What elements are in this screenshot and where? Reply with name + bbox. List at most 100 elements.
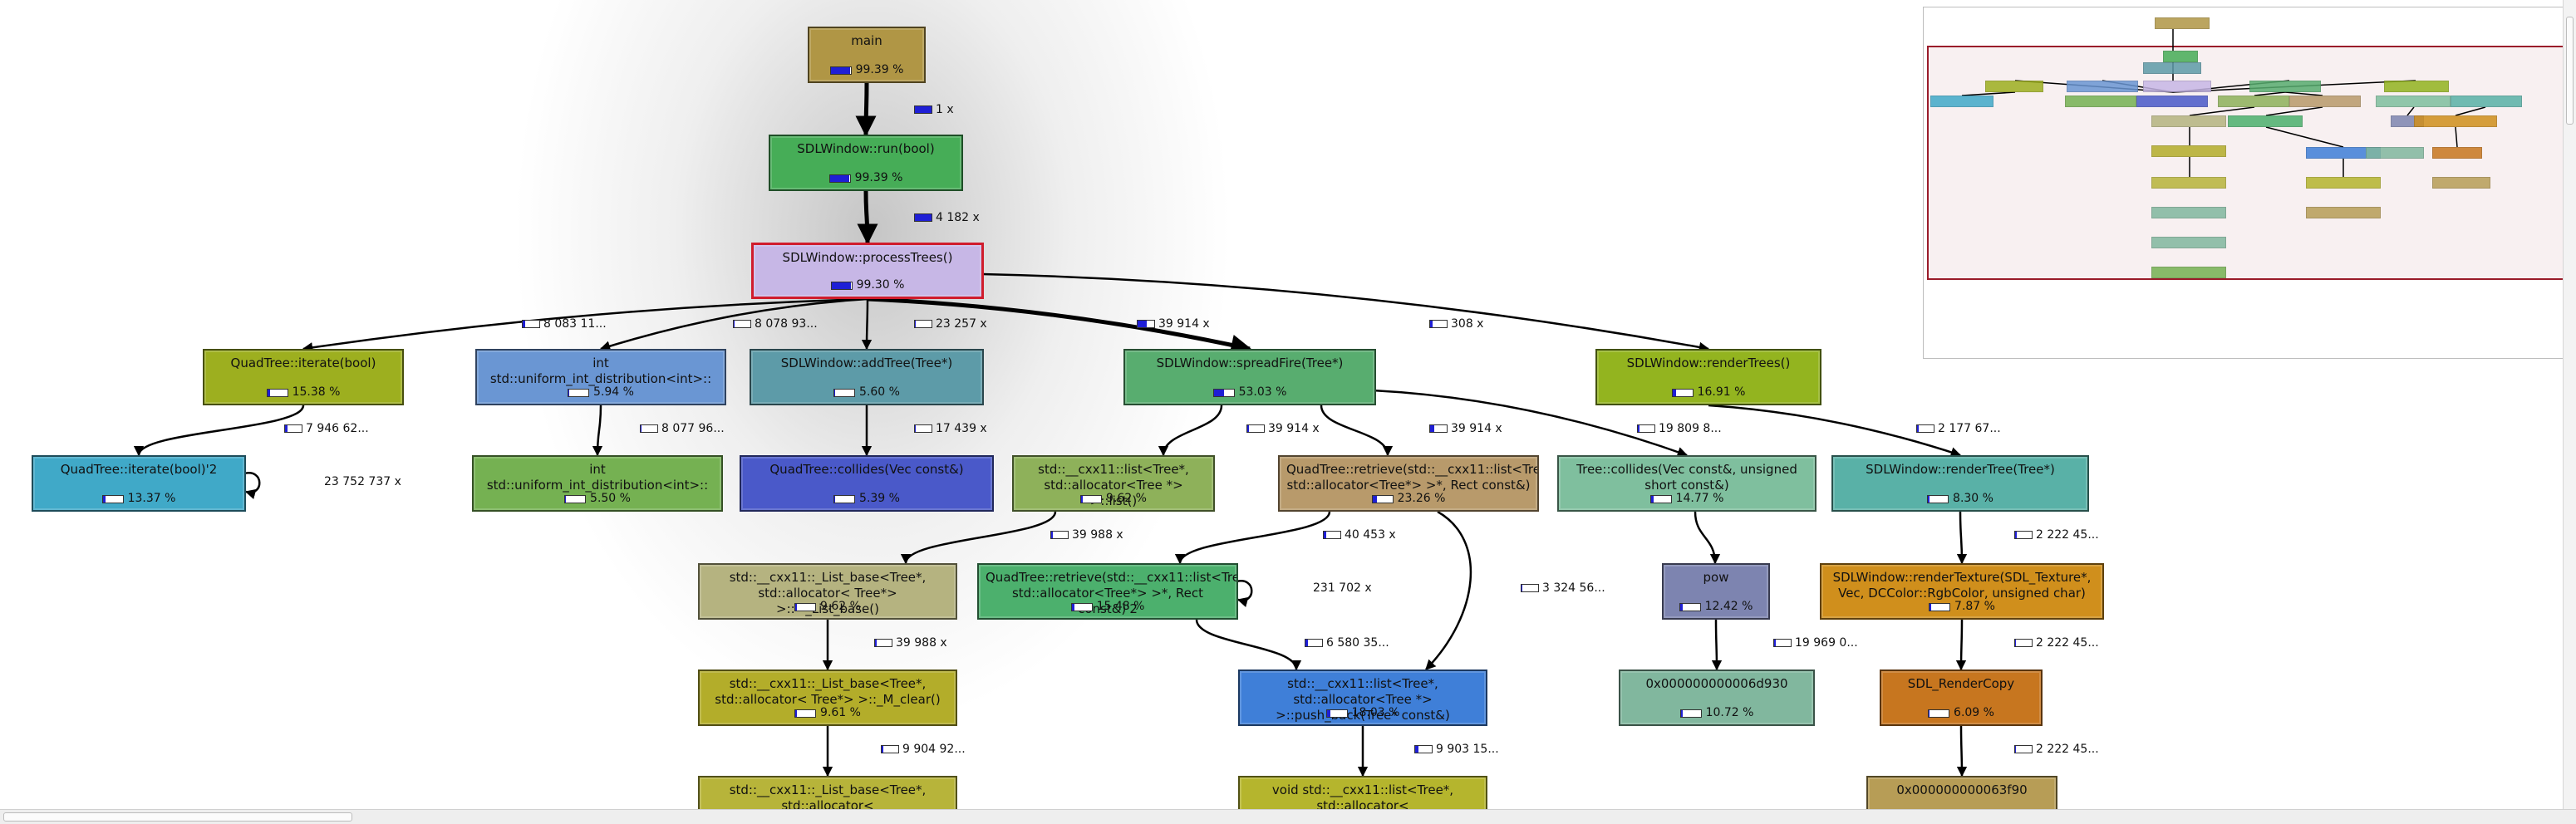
node-cost-row: 14.77 %	[1559, 491, 1815, 507]
edge-cost-meter	[284, 424, 302, 433]
overview-node	[2218, 96, 2289, 107]
edge-e-s-retr[interactable]	[1320, 405, 1394, 457]
edge-label-text: 19 809 8...	[1659, 422, 1722, 435]
edge-e-s-list[interactable]	[1158, 405, 1223, 457]
node-collides[interactable]: QuadTree::collides(Vec const&)5.39 %	[740, 455, 994, 512]
node-cost-row: 5.50 %	[474, 491, 721, 507]
node-renderTexture[interactable]: SDLWindow::renderTexture(SDL_Texture*, V…	[1820, 563, 2104, 620]
node-list[interactable]: std::__cxx11::list<Tree*, std::allocator…	[1012, 455, 1215, 512]
cost-meter	[1679, 709, 1702, 718]
edge-e-p-spread[interactable]	[867, 297, 1252, 356]
edge-e-uni-uni2[interactable]	[592, 405, 603, 457]
node-label: QuadTree::iterate(bool)	[230, 356, 376, 370]
node-label: SDLWindow::renderTrees()	[1626, 356, 1791, 370]
node-retrieve[interactable]: QuadTree::retrieve(std::__cxx11::list<Tr…	[1278, 455, 1539, 512]
node-renderTrees[interactable]: SDLWindow::renderTrees()16.91 %	[1595, 349, 1821, 405]
node-label: SDLWindow::addTree(Tree*)	[780, 356, 953, 370]
edge-label-text: 2 222 45...	[2036, 636, 2099, 650]
node-processTrees[interactable]: SDLWindow::processTrees()99.30 %	[751, 243, 984, 299]
edge-e-list-lb[interactable]	[900, 511, 1057, 565]
node-mclear[interactable]: std::__cxx11::_List_base<Tree*, std::all…	[698, 670, 957, 726]
node-percent: 5.39 %	[859, 492, 900, 505]
node-cost-row: 10.72 %	[1620, 705, 1813, 721]
node-retrieve2[interactable]: QuadTree::retrieve(std::__cxx11::list<Tr…	[977, 563, 1238, 620]
node-qtIterate[interactable]: QuadTree::iterate(bool)15.38 %	[203, 349, 404, 405]
vertical-scroll-thumb[interactable]	[2566, 17, 2574, 125]
edge-e-rt-rtex[interactable]	[1956, 511, 1968, 565]
node-percent: 9.61 %	[820, 706, 861, 719]
edge-call-count: 3 324 56...	[1521, 581, 1605, 595]
edge-e-retr-retr2[interactable]	[1174, 511, 1331, 565]
node-treeCollides[interactable]: Tree::collides(Vec const&, unsigned shor…	[1557, 455, 1816, 512]
edge-label-text: 9 904 92...	[902, 743, 966, 756]
overview-node	[2151, 177, 2226, 189]
edge-e-run-process[interactable]	[857, 190, 878, 245]
node-uniformDist[interactable]: int std::uniform_int_distribution<int>::…	[475, 349, 726, 405]
node-sdlrun[interactable]: SDLWindow::run(bool)99.39 %	[769, 135, 963, 191]
edge-label-text: 40 453 x	[1345, 528, 1396, 542]
node-percent: 7.87 %	[1954, 600, 1995, 613]
edge-label-text: 308 x	[1451, 317, 1484, 331]
edge-e-main-run[interactable]	[855, 82, 877, 137]
node-label: QuadTree::retrieve(std::__cxx11::list<Tr…	[1286, 462, 1539, 493]
cycle-edge-c-iter2[interactable]	[243, 472, 261, 499]
node-addTree[interactable]: SDLWindow::addTree(Tree*)5.60 %	[750, 349, 984, 405]
node-percent: 14.77 %	[1675, 492, 1724, 505]
edge-label-text: 9 903 15...	[1436, 743, 1499, 756]
edge-label-text: 39 914 x	[1451, 422, 1502, 435]
cost-meter	[1325, 709, 1348, 718]
edge-e-p-uni[interactable]	[599, 297, 868, 351]
edge-call-count: 39 988 x	[874, 636, 947, 650]
node-spreadFire[interactable]: SDLWindow::spreadFire(Tree*)53.03 %	[1123, 349, 1376, 405]
edge-call-count: 39 914 x	[1137, 317, 1210, 331]
overview-edge	[2265, 106, 2323, 116]
vertical-scrollbar[interactable]	[2563, 0, 2576, 809]
edge-e-retr-push[interactable]	[1425, 510, 1472, 670]
edge-cost-meter	[1773, 639, 1792, 647]
edge-e-r2-push[interactable]	[1195, 619, 1302, 671]
node-percent: 13.37 %	[127, 492, 176, 505]
edge-e-p-render[interactable]	[981, 272, 1710, 353]
edge-e-p-add[interactable]	[861, 298, 873, 351]
overview-edge	[2406, 106, 2415, 116]
node-pushBack[interactable]: std::__cxx11::list<Tree*, std::allocator…	[1238, 670, 1487, 726]
edge-e-r-rtree[interactable]	[1708, 404, 1962, 458]
node-listBase[interactable]: std::__cxx11::_List_base<Tree*, std::all…	[698, 563, 957, 620]
edge-cost-meter	[1137, 320, 1155, 328]
edge-cost-meter	[1637, 424, 1655, 433]
edge-label-text: 8 078 93...	[755, 317, 818, 331]
node-percent: 5.94 %	[593, 385, 634, 399]
overview-node	[2151, 267, 2226, 278]
edge-label-text: 8 077 96...	[661, 422, 725, 435]
edge-e-s-tcoll[interactable]	[1372, 389, 1689, 458]
cost-meter	[1070, 602, 1093, 611]
edge-call-count: 9 904 92...	[881, 743, 966, 756]
edge-e-pow-addr1[interactable]	[1711, 619, 1723, 671]
node-uniformDist2[interactable]: int std::uniform_int_distribution<int>::…	[472, 455, 723, 512]
overview-edge	[2284, 91, 2323, 96]
edge-call-count: 7 946 62...	[284, 422, 369, 435]
cost-meter	[828, 174, 851, 183]
cycle-edge-c-retr2[interactable]	[1236, 580, 1253, 607]
cost-meter	[1928, 709, 1950, 718]
node-cost-row: 9.62 %	[1014, 491, 1213, 507]
edge-e-p-iter[interactable]	[302, 297, 868, 353]
edge-e-tc-pow[interactable]	[1694, 511, 1721, 565]
node-percent: 23.26 %	[1397, 492, 1446, 505]
edge-cost-meter	[914, 424, 932, 433]
overview-minimap[interactable]	[1923, 7, 2569, 359]
edge-e-copy-addr2[interactable]	[1956, 725, 1968, 777]
overview-edge	[2455, 106, 2486, 116]
edge-cost-meter	[914, 213, 932, 222]
node-renderTree[interactable]: SDLWindow::renderTree(Tree*)8.30 %	[1831, 455, 2089, 512]
horizontal-scrollbar[interactable]	[0, 809, 2576, 824]
edge-e-iter-iter2[interactable]	[133, 405, 305, 457]
edge-e-rtex-copy[interactable]	[1955, 619, 1967, 671]
node-cost-row: 7.87 %	[1821, 599, 2102, 615]
horizontal-scroll-thumb[interactable]	[3, 812, 352, 822]
